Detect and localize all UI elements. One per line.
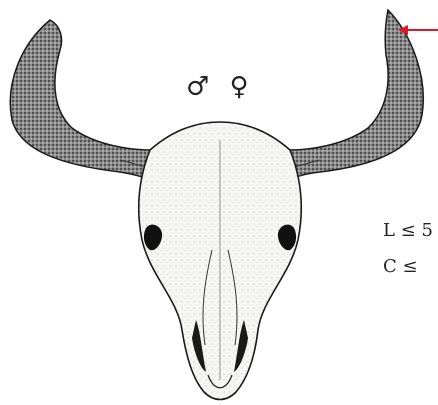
sex-symbols-label: ♂ ♀ (186, 72, 255, 102)
circumference-measurement-label: C ≤ (383, 256, 418, 277)
length-measurement-label: L ≤ 5 (383, 220, 433, 241)
left-horn (10, 20, 152, 182)
right-horn (288, 10, 423, 182)
